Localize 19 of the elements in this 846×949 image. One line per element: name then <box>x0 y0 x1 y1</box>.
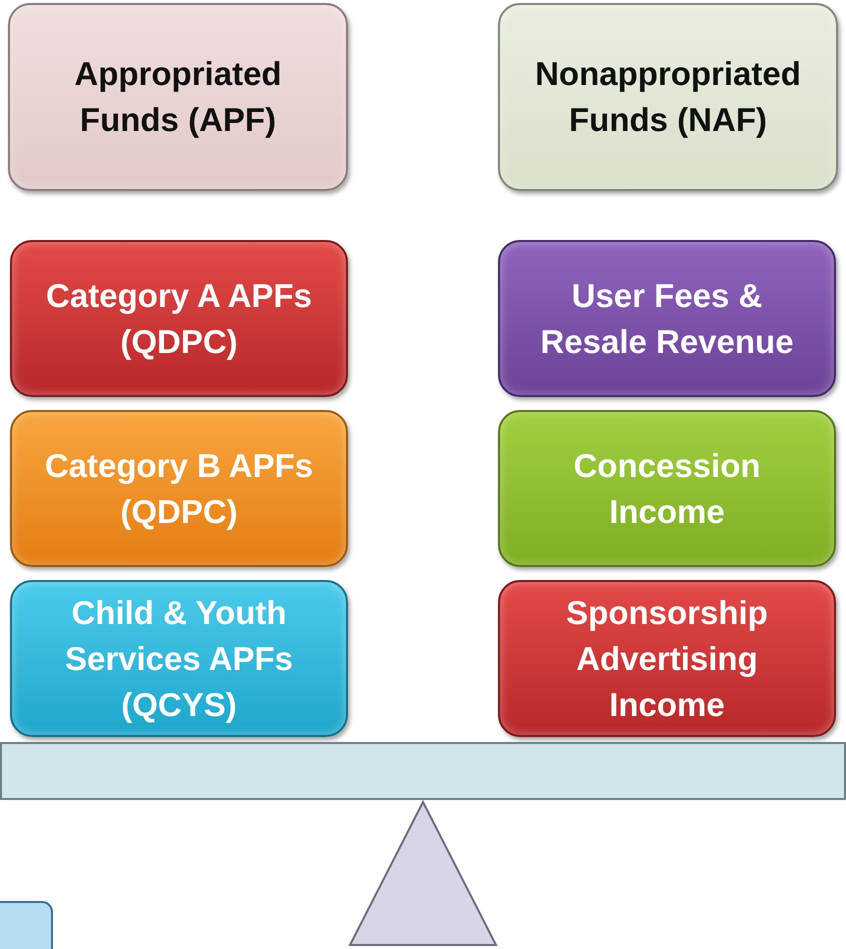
fund-box <box>8 3 348 191</box>
balance-beam <box>0 742 846 800</box>
fund-box <box>10 580 348 737</box>
fulcrum-triangle <box>348 800 498 947</box>
fund-label: Sponsorship Advertising Income <box>565 592 769 724</box>
fund-label: Child & Youth Services APFs (QCYS) <box>64 592 294 725</box>
fund-label: Concession Income <box>572 446 762 532</box>
fund-box <box>498 3 838 191</box>
fund-label: Nonappropriated Funds (NAF) <box>534 54 802 140</box>
fund-label: User Fees & Resale Revenue <box>539 276 795 362</box>
fund-label: Category B APFs (QDPC) <box>44 446 314 532</box>
fund-label: Category A APFs (QDPC) <box>45 276 313 362</box>
fund-box <box>498 580 836 737</box>
fund-label: Appropriated Funds (APF) <box>73 54 283 140</box>
partial-box <box>0 900 54 949</box>
fund-box <box>10 410 348 567</box>
fund-box <box>10 240 348 397</box>
fund-box <box>498 240 836 397</box>
fund-box <box>498 410 836 567</box>
